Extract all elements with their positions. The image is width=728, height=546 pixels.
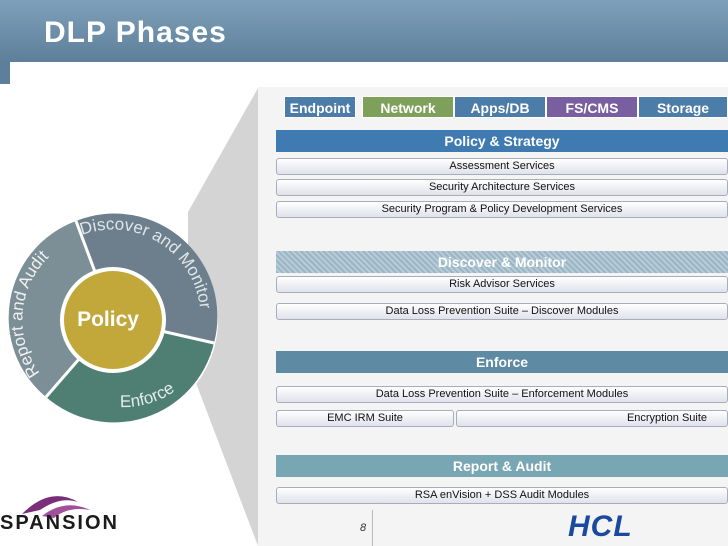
spansion-logo: SPANSION bbox=[0, 512, 119, 534]
hcl-logo: HCL bbox=[568, 510, 633, 543]
spansion-logo-mark bbox=[22, 496, 90, 518]
phase-wheel: Discover and Monitor Report and Audit En… bbox=[7, 213, 218, 425]
footer-divider bbox=[372, 510, 373, 546]
column-apps-db: Apps/DB bbox=[454, 96, 546, 118]
title-corner bbox=[0, 62, 10, 84]
service-risk-advisor: Risk Advisor Services bbox=[276, 276, 728, 293]
service-security-program: Security Program & Policy Development Se… bbox=[276, 201, 728, 218]
service-security-architecture: Security Architecture Services bbox=[276, 179, 728, 196]
service-rsa-envision: RSA enVision + DSS Audit Modules bbox=[276, 487, 728, 504]
title-bar: DLP Phases bbox=[0, 0, 728, 62]
service-dlp-enforcement: Data Loss Prevention Suite – Enforcement… bbox=[276, 386, 728, 403]
page-title: DLP Phases bbox=[44, 16, 227, 49]
phase-report-header: Report & Audit bbox=[276, 455, 728, 477]
column-endpoint: Endpoint bbox=[284, 96, 356, 118]
service-assessment: Assessment Services bbox=[276, 158, 728, 175]
service-dlp-discover: Data Loss Prevention Suite – Discover Mo… bbox=[276, 303, 728, 320]
phase-discover-header: Discover & Monitor bbox=[276, 251, 728, 273]
page-number: 8 bbox=[360, 522, 367, 534]
phase-policy-header: Policy & Strategy bbox=[276, 130, 728, 152]
column-fs-cms: FS/CMS bbox=[546, 96, 638, 118]
column-storage: Storage bbox=[638, 96, 728, 118]
service-emc-irm: EMC IRM Suite bbox=[276, 410, 454, 427]
column-network: Network bbox=[362, 96, 454, 118]
wheel-policy-label: Policy bbox=[77, 308, 139, 331]
phase-enforce-header: Enforce bbox=[276, 351, 728, 373]
service-encryption: Encryption Suite bbox=[456, 410, 728, 427]
